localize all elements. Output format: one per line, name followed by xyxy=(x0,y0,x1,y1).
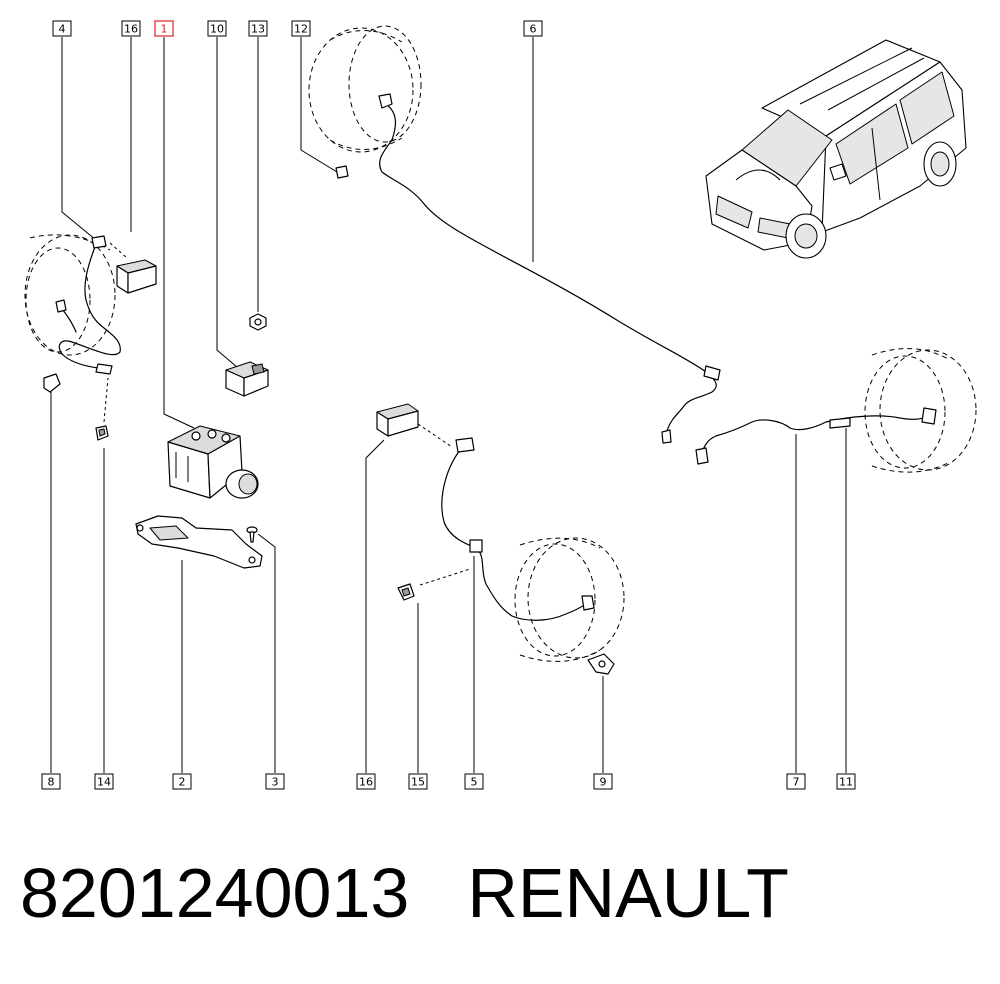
screw-3 xyxy=(246,526,258,543)
wheel-middle xyxy=(514,537,625,662)
callout-14: 14 xyxy=(94,773,114,790)
callout-6: 6 xyxy=(523,20,543,37)
svg-text:8: 8 xyxy=(48,776,55,789)
svg-text:11: 11 xyxy=(839,776,853,789)
callout-13: 13 xyxy=(248,20,268,37)
bracket-2 xyxy=(135,515,263,569)
svg-text:4: 4 xyxy=(59,23,66,36)
clip-14 xyxy=(95,425,109,441)
svg-text:15: 15 xyxy=(411,776,425,789)
svg-text:9: 9 xyxy=(600,776,607,789)
callout-8: 8 xyxy=(41,773,61,790)
callout-9: 9 xyxy=(593,773,613,790)
rear-sensor-cable-long xyxy=(379,101,717,439)
clip-15 xyxy=(397,583,415,601)
connector-box-16-top xyxy=(116,259,157,294)
nut-13 xyxy=(249,313,267,331)
right-sensor-cable xyxy=(699,415,929,457)
callout-16-bottom: 16 xyxy=(356,773,376,790)
svg-text:2: 2 xyxy=(179,776,186,789)
callout-2: 2 xyxy=(172,773,192,790)
middle-sensor-cable xyxy=(441,449,589,621)
callout-11: 11 xyxy=(836,773,856,790)
callout-1: 1 xyxy=(154,20,174,37)
svg-text:7: 7 xyxy=(793,776,800,789)
svg-text:1: 1 xyxy=(161,23,168,36)
wheel-left xyxy=(24,234,116,356)
svg-text:16: 16 xyxy=(359,776,373,789)
front-left-sensor-cable xyxy=(58,243,121,371)
callout-15: 15 xyxy=(408,773,428,790)
leader-lines xyxy=(50,37,847,773)
wheel-top xyxy=(308,25,422,153)
parts xyxy=(43,165,851,675)
svg-text:12: 12 xyxy=(294,23,308,36)
callouts-top: 4 16 1 10 13 12 6 xyxy=(52,20,543,37)
abs-unit-1 xyxy=(167,425,259,499)
abs-sensor-cables xyxy=(55,93,937,621)
wheel-right xyxy=(864,348,977,473)
callout-7: 7 xyxy=(786,773,806,790)
svg-text:14: 14 xyxy=(97,776,111,789)
callout-10: 10 xyxy=(207,20,227,37)
svg-text:6: 6 xyxy=(530,23,537,36)
part-number: 8201240013 xyxy=(20,854,410,932)
svg-text:16: 16 xyxy=(124,23,138,36)
svg-text:10: 10 xyxy=(210,23,224,36)
wheel-outlines xyxy=(24,25,977,662)
callouts-bottom: 8 14 2 3 16 15 5 9 xyxy=(41,773,856,790)
connector-box-16-bottom xyxy=(376,403,419,437)
brand-name: RENAULT xyxy=(467,854,789,932)
ecu-module-10 xyxy=(225,361,269,397)
callout-3: 3 xyxy=(265,773,285,790)
callout-5: 5 xyxy=(464,773,484,790)
clip-8 xyxy=(43,373,61,393)
svg-text:5: 5 xyxy=(471,776,478,789)
callout-16-top: 16 xyxy=(121,20,141,37)
svg-text:13: 13 xyxy=(251,23,265,36)
svg-text:3: 3 xyxy=(272,776,279,789)
sensor-bracket-9 xyxy=(587,653,615,675)
cable-sleeve-11 xyxy=(829,417,851,429)
vehicle-illustration xyxy=(705,39,967,259)
callout-12: 12 xyxy=(291,20,311,37)
bolt-12 xyxy=(335,165,349,179)
callout-4: 4 xyxy=(52,20,72,37)
